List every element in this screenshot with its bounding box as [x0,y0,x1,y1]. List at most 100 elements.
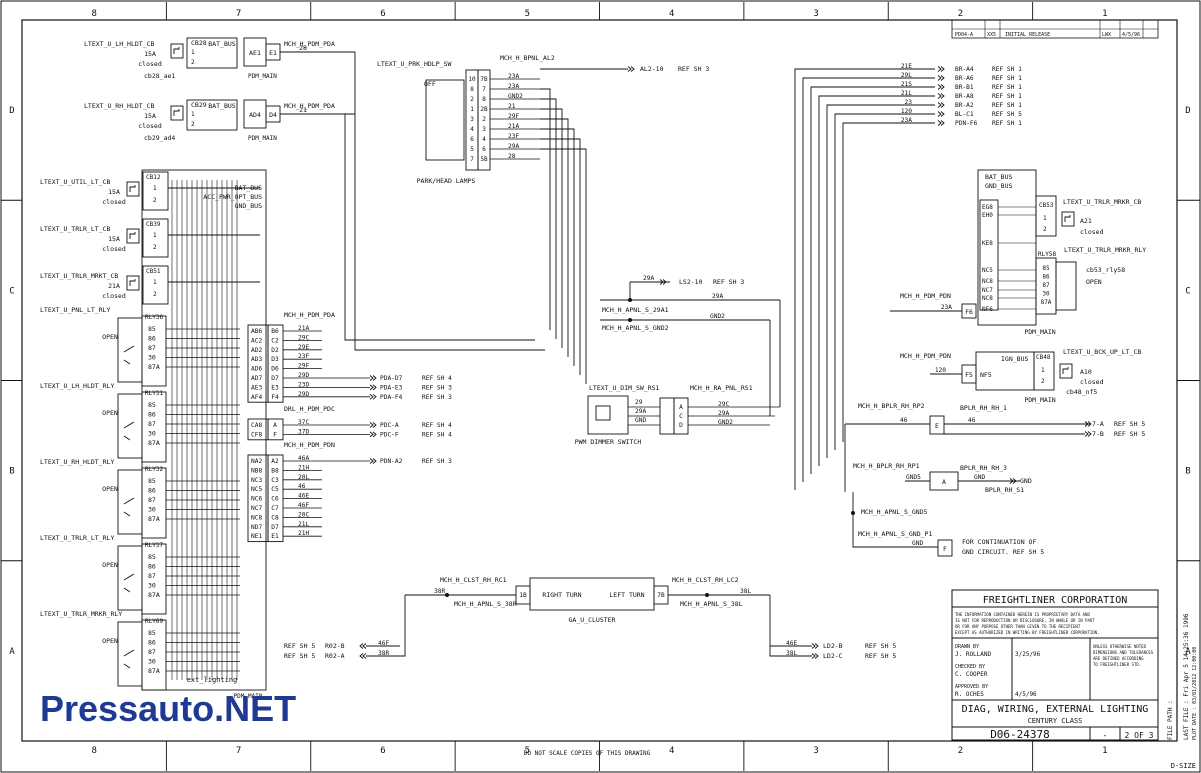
tr-ref: REF SH 1 [992,120,1022,127]
bus-name: BAT_BUS [235,184,262,192]
switch-pin: 7 [470,156,474,163]
relay-contact [123,421,135,441]
relay-pin: 30 [1042,291,1050,298]
pdm-conn-pin: E3 [271,384,279,391]
pdm-pin: CF8 [251,431,262,438]
zone-column-top: 4 [669,9,674,19]
switch-net: MCH_H_BPNL_AL2 [500,54,555,62]
cb-box [142,265,169,305]
cluster-left-turn: LEFT TURN [609,591,644,599]
cluster-dest: R02-B [325,642,345,650]
rp-gnd: GND [1020,477,1032,485]
relay-pin: 85 [148,401,156,409]
title-block: FREIGHTLINER CORPORATION THE INFORMATION… [951,589,1159,741]
approved-by: R. OCHES [955,691,984,698]
pdm-conn-pin: F [273,431,277,438]
breaker-icon [170,105,184,121]
dimmer-label: PWM DIMMER SWITCH [575,438,642,446]
pdm-conn-box [267,418,284,441]
zone-row-left: D [9,106,14,116]
zone-row-right: B [1185,467,1190,477]
pdm-wire: 46E [298,493,309,500]
relay-tag: LTEXT_U_PNL_LT_RLY [40,306,111,314]
pdm-conn-pin: F4 [271,394,279,401]
site-watermark: Pressauto.NET [40,688,296,729]
relay-state: OPEN [102,485,118,493]
tr-ref: REF SH 1 [992,84,1022,91]
wire [794,68,935,490]
switch-pin: 1 [470,106,474,113]
pdm-pin: AD3 [251,356,262,363]
pdm-conn-pin: A2 [271,458,279,465]
cb-state: closed [102,245,126,253]
relay-pin: 87A [148,591,160,599]
switch-conn-box [477,69,491,171]
pin-number: 2 [191,121,195,128]
zone-column-top: 1 [1102,9,1107,19]
relay-pin: 86 [1042,274,1050,281]
rly58-left-pin: NF6 [982,306,993,313]
pdm-net: MCH_H_PDM_PDN [284,441,335,449]
switch-wire: 29A [508,143,519,150]
rp-conn-pin: A [942,478,946,486]
pdm-wire: 46F [298,502,309,509]
zone-column-top: 6 [380,9,385,19]
wire [540,108,563,348]
tr-wire: 21S [901,81,912,88]
connector-pin: E1 [269,49,277,57]
rev-date: 4/5/96 [1122,32,1140,38]
module-label: PDM_MAIN [248,135,277,142]
rly58-left-pin: KE8 [982,240,993,247]
switch-pin: 6 [470,136,474,143]
pdm-pin: NC7 [251,505,262,512]
pdm-conn-pin: D7 [271,375,279,382]
pdm-pin: AD4 [249,111,261,119]
pin-number: 1 [191,111,195,118]
relay-state: OPEN [102,637,118,645]
cluster-dest: R02-A [325,652,345,660]
pin-number: 1 [153,279,157,286]
tr-wire: 120 [901,108,912,115]
svg-text:ARE DEFINED ACCORDING: ARE DEFINED ACCORDING [1093,656,1144,661]
dimmer-icon [595,405,611,421]
rev-zone: XX5 [987,32,996,38]
relay-pin: 87 [148,572,156,580]
date-2: 4/5/96 [1015,691,1037,698]
pdm-wire: 23F [298,353,309,360]
cb-id: CB48 [1036,354,1051,361]
connector-arrow-icon [359,643,367,649]
pin-number: 2 [1043,226,1047,233]
pdm-wire: 20L [298,474,309,481]
relay-pin: 86 [148,563,156,571]
relay-box [141,467,167,539]
pdm-wire: 46 [298,483,306,490]
cluster-name: GA_U_CLUSTER [569,616,616,624]
switch-conn: 4 [482,136,486,143]
breaker-icon [1062,367,1069,374]
connector-arrow-icon [811,643,819,649]
zone-row-left: A [9,647,15,657]
dimmer-net-a: MCH_H_APNL_S_29A1 [602,306,669,314]
pin-number: 1 [191,49,195,56]
zone-column-top: 5 [525,9,530,19]
rp-connector [929,415,945,435]
cluster-wire: 38R [434,588,445,595]
pdm-conn-pin: E1 [271,533,279,540]
svg-text:UNLESS OTHERWISE NOTED: UNLESS OTHERWISE NOTED [1093,644,1147,649]
pdm-pin: AB6 [251,328,262,335]
breaker-box [186,37,238,69]
drawn-by: J. ROLLAND [955,651,992,658]
rp-dest: 7-B [1092,430,1104,438]
rly58-wire: 23A [941,304,952,311]
cb-tag: LTEXT_U_BCK_UP_LT_CB [1063,348,1141,356]
relay-pin: 85 [148,629,156,637]
svg-text:EXCEPT AS AUTHORIZED IN WRITIN: EXCEPT AS AUTHORIZED IN WRITING BY FREIG… [955,630,1100,635]
relay-contact [123,345,135,365]
relay-tag: LTEXT_U_TRLR_LT_RLY [40,534,114,542]
cluster-wire: 46E [786,640,797,647]
backup-light-group: MCH_H_PDM_PDNF5IGN_BUSNF5CB4812LTEXT_U_B… [900,348,1141,404]
relay-pin: 30 [148,430,156,438]
relay-id: RLY69 [145,618,163,625]
switch-conn: 2 [482,116,486,123]
pdm-dest: PDC-A [380,422,399,429]
